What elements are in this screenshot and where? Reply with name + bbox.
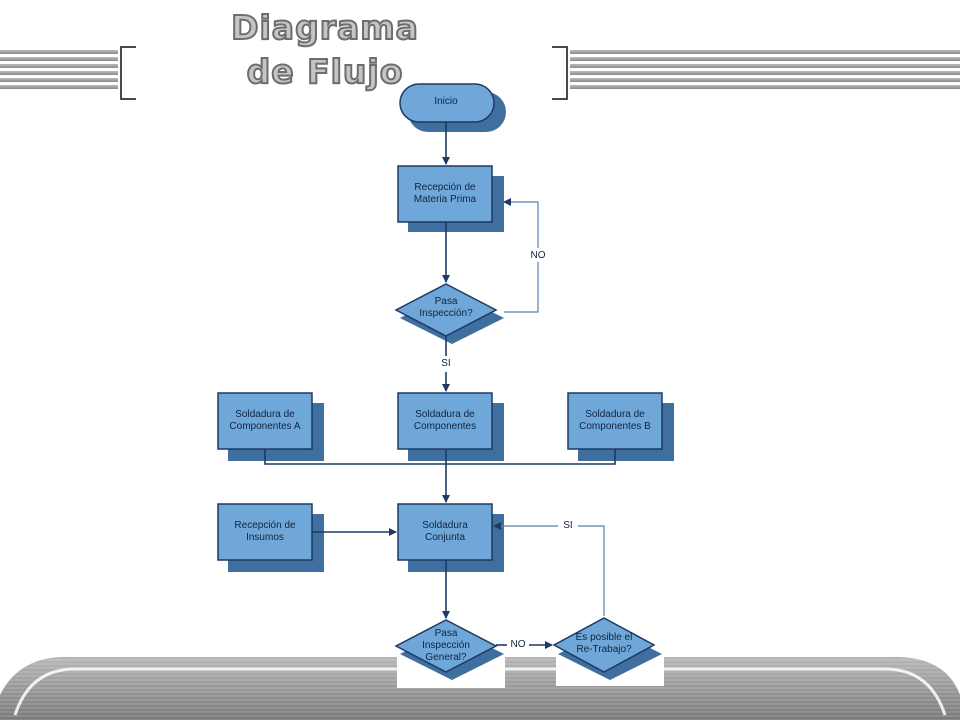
title-line-2: de Flujo xyxy=(246,51,404,92)
label-soldadura-a: Soldadura de Componentes A xyxy=(229,409,301,432)
title-line-1: Diagrama xyxy=(230,7,419,48)
node-recepcion-materia xyxy=(397,165,504,232)
edge-label-no-1: NO xyxy=(526,250,550,262)
label-retrabajo: Es posible el Re-Trabajo? xyxy=(575,632,633,655)
label-pasa-inspeccion: Pasa Inspección? xyxy=(419,296,473,319)
label-inicio: Inicio xyxy=(434,96,458,107)
connectors xyxy=(264,122,616,649)
node-inicio xyxy=(399,83,506,132)
loop-connectors xyxy=(493,198,605,616)
slide-title: Diagrama de Flujo xyxy=(190,6,460,94)
label-pasa-inspeccion-general: Pasa Inspección General? xyxy=(422,628,470,663)
bottom-decoration xyxy=(0,656,960,720)
node-soldadura-b xyxy=(567,392,674,461)
node-retrabajo xyxy=(552,617,662,680)
node-recepcion-insumos xyxy=(217,503,324,572)
node-pasa-inspeccion xyxy=(394,283,504,344)
edge-label-si-2: SI xyxy=(558,520,578,532)
label-soldadura-b: Soldadura de Componentes B xyxy=(579,409,651,432)
edge-label-si-1: SI xyxy=(434,358,458,370)
label-recepcion-insumos: Recepción de Insumos xyxy=(234,520,296,543)
header-stripes-left xyxy=(0,50,118,90)
edge-label-no-2: NO xyxy=(507,639,529,651)
label-soldadura-componentes: Soldadura de Componentes xyxy=(413,409,477,432)
label-recepcion-materia: Recepción de Materia Prima xyxy=(413,182,477,205)
node-soldadura-conjunta xyxy=(397,503,504,572)
node-soldadura-a xyxy=(217,392,324,461)
header-bracket-left xyxy=(120,46,136,100)
label-soldadura-conjunta: Soldadura Conjunta xyxy=(422,520,468,543)
node-pasa-inspeccion-general xyxy=(394,619,504,680)
header-bracket-right xyxy=(552,46,568,100)
node-soldadura-componentes xyxy=(397,392,504,461)
header-stripes-right xyxy=(570,50,960,90)
